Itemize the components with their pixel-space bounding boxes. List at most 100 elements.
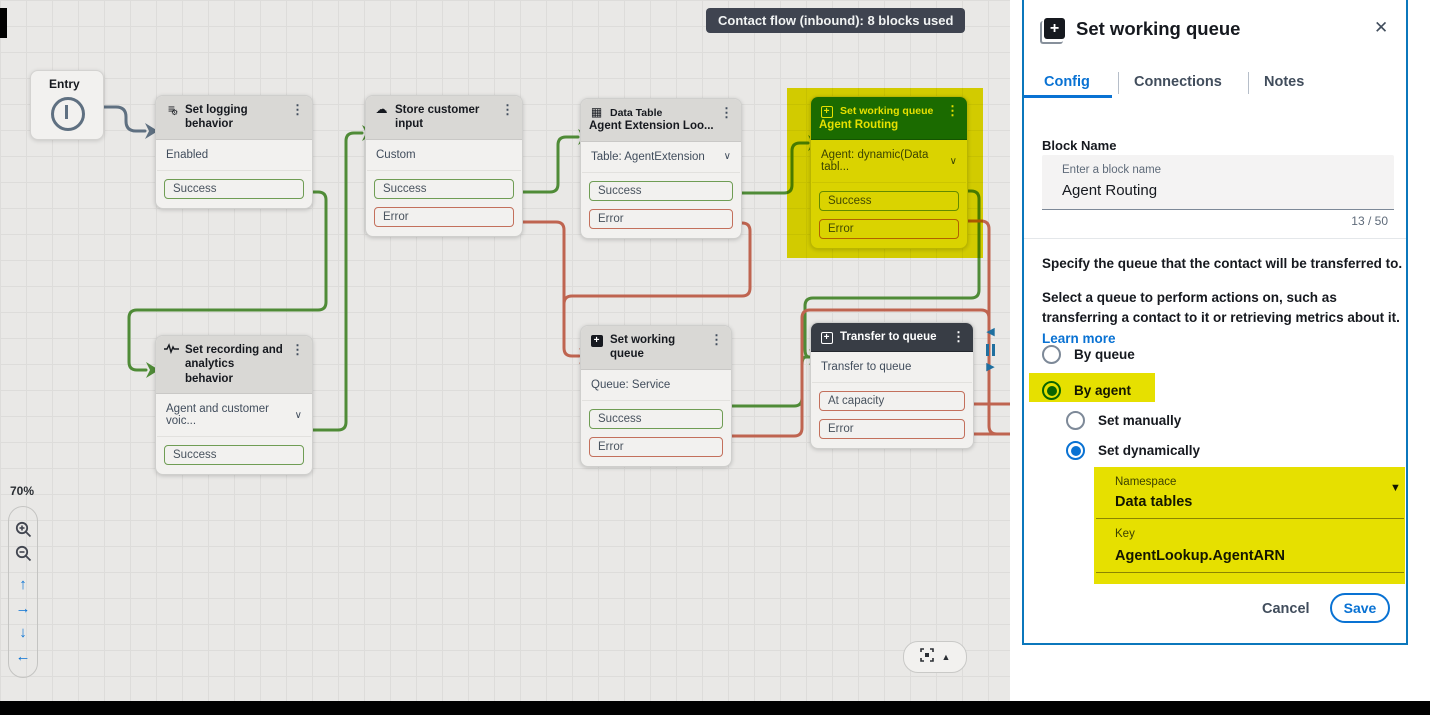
output-port-success[interactable]: Success: [589, 180, 733, 201]
radio-set-dynamically[interactable]: [1066, 441, 1085, 460]
wire-datatable-success: [738, 141, 810, 195]
set-working-queue-icon: +: [589, 333, 604, 347]
output-port-success[interactable]: Success: [164, 178, 304, 199]
output-port-error[interactable]: Error: [589, 436, 723, 457]
block-summary: Transfer to queue: [821, 361, 912, 374]
output-port-error[interactable]: Error: [819, 419, 965, 440]
tab-notes[interactable]: Notes: [1264, 74, 1305, 90]
flow-block-set-recording[interactable]: Set recording and analytics behavior ⋮ A…: [155, 335, 313, 476]
key-label: Key: [1115, 528, 1135, 540]
output-port-success[interactable]: Success: [164, 445, 304, 466]
data-table-icon: ▦: [590, 105, 603, 119]
block-menu-icon[interactable]: ⋮: [720, 105, 733, 120]
block-menu-icon[interactable]: ⋮: [291, 342, 304, 357]
output-port-error[interactable]: Error: [589, 208, 733, 229]
wire-swq-success: [728, 355, 811, 408]
panel-resize-controls: ◀ ▶: [986, 327, 995, 373]
expand-up-icon[interactable]: ▲: [941, 652, 951, 662]
block-menu-icon[interactable]: ⋮: [710, 332, 723, 347]
pan-up-button[interactable]: ↑: [19, 576, 27, 593]
block-summary: Custom: [376, 148, 416, 161]
active-tab-indicator: [1024, 95, 1112, 98]
block-menu-icon[interactable]: ⋮: [501, 102, 514, 117]
block-title: Agent Extension Loo...: [589, 120, 714, 133]
block-name-placeholder: Enter a block name: [1062, 164, 1162, 176]
wire-datatable-error: [562, 221, 752, 306]
zoom-in-button[interactable]: [12, 517, 34, 541]
block-summary: Enabled: [166, 148, 209, 161]
pan-right-button[interactable]: →: [15, 600, 31, 617]
flow-block-set-working-queue[interactable]: + Set working queue ⋮ Queue: Service Suc…: [580, 325, 732, 467]
radio-by-queue-label[interactable]: By queue: [1074, 347, 1135, 362]
learn-more-link[interactable]: Learn more: [1042, 330, 1116, 346]
namespace-select[interactable]: Data tables: [1115, 494, 1193, 510]
radio-set-manually[interactable]: [1066, 411, 1085, 430]
flow-block-data-table[interactable]: ▦ Data Table ⋮ Agent Extension Loo... Ta…: [580, 98, 742, 239]
output-port-error[interactable]: Error: [819, 219, 959, 240]
flow-canvas[interactable]: Entry ≡⚙ Set logging behavior ⋮ Enabled …: [0, 0, 1010, 703]
wire-store-error: [518, 220, 581, 358]
block-type-label: Set working queue: [840, 105, 934, 117]
radio-set-manually-label[interactable]: Set manually: [1098, 413, 1182, 428]
waveform-icon: [164, 343, 179, 357]
output-port-success[interactable]: Success: [374, 178, 514, 199]
radio-set-dynamically-label[interactable]: Set dynamically: [1098, 443, 1201, 458]
radio-by-agent[interactable]: [1042, 381, 1061, 400]
flow-block-transfer-to-queue[interactable]: + Transfer to queue ⋮ Transfer to queue …: [810, 322, 974, 450]
radio-by-queue[interactable]: [1042, 345, 1061, 364]
block-summary: Agent: dynamic(Data tabl...: [821, 149, 929, 174]
namespace-label: Namespace: [1115, 476, 1177, 488]
collapse-left-icon[interactable]: ◀: [986, 326, 995, 338]
chevron-down-icon[interactable]: ∨: [723, 151, 731, 163]
field-divider: [1096, 518, 1404, 519]
tab-connections[interactable]: Connections: [1134, 74, 1222, 90]
block-menu-icon[interactable]: ⋮: [946, 103, 959, 118]
block-title: Agent Routing: [819, 119, 899, 131]
block-title: Transfer to queue: [840, 331, 937, 343]
block-title: Store customer input: [395, 104, 480, 131]
description-secondary-text: Select a queue to perform actions on, su…: [1042, 290, 1400, 326]
block-settings-panel: + Set working queue ✕ Config Connections…: [1022, 0, 1408, 645]
entry-label: Entry: [49, 77, 80, 91]
flow-block-set-logging-behavior[interactable]: ≡⚙ Set logging behavior ⋮ Enabled Succes…: [155, 95, 313, 209]
fit-to-screen-button[interactable]: ▲: [903, 641, 967, 673]
chevron-down-icon[interactable]: ∨: [949, 155, 957, 167]
entry-point: Entry: [30, 70, 104, 140]
collapse-right-icon[interactable]: ▶: [986, 361, 995, 373]
flow-block-agent-routing[interactable]: + Set working queue ⋮ Agent Routing Agen…: [810, 96, 968, 250]
transfer-to-queue-icon: +: [819, 330, 834, 344]
radio-by-agent-label[interactable]: By agent: [1074, 383, 1132, 398]
cancel-button[interactable]: Cancel: [1262, 601, 1310, 617]
close-icon[interactable]: ✕: [1374, 18, 1389, 37]
tab-config[interactable]: Config: [1044, 74, 1090, 90]
output-port-success[interactable]: Success: [819, 191, 959, 212]
cloud-icon: ☁: [375, 102, 388, 116]
block-menu-icon[interactable]: ⋮: [291, 102, 304, 117]
set-working-queue-icon: +: [819, 104, 834, 118]
panel-title: Set working queue: [1076, 18, 1241, 39]
block-title: Set working queue: [610, 334, 676, 361]
pan-down-button[interactable]: ↓: [19, 624, 27, 641]
key-input[interactable]: AgentLookup.AgentARN: [1115, 548, 1285, 564]
output-port-success[interactable]: Success: [589, 408, 723, 429]
pause-icon[interactable]: [986, 344, 995, 356]
block-name-input[interactable]: Enter a block name Agent Routing: [1042, 155, 1394, 210]
zoom-out-button[interactable]: [12, 541, 34, 565]
wire-entry: [65, 105, 147, 133]
dropdown-arrow-icon[interactable]: ▼: [1390, 482, 1401, 494]
output-port-at-capacity[interactable]: At capacity: [819, 391, 965, 412]
pan-left-button[interactable]: ←: [15, 648, 31, 665]
chevron-down-icon[interactable]: ∨: [294, 409, 302, 421]
block-menu-icon[interactable]: ⋮: [952, 329, 965, 344]
set-working-queue-icon: +: [1040, 18, 1065, 44]
block-name-label: Block Name: [1042, 138, 1117, 153]
entry-icon: [51, 97, 85, 131]
description-primary: Specify the queue that the contact will …: [1042, 256, 1403, 271]
flow-block-store-customer-input[interactable]: ☁ Store customer input ⋮ Custom Success …: [365, 95, 523, 237]
fit-to-screen-icon: [919, 647, 934, 667]
wire-store-success: [518, 135, 580, 194]
output-port-error[interactable]: Error: [374, 206, 514, 227]
description-secondary: Select a queue to perform actions on, su…: [1042, 288, 1404, 349]
save-button[interactable]: Save: [1330, 593, 1390, 623]
